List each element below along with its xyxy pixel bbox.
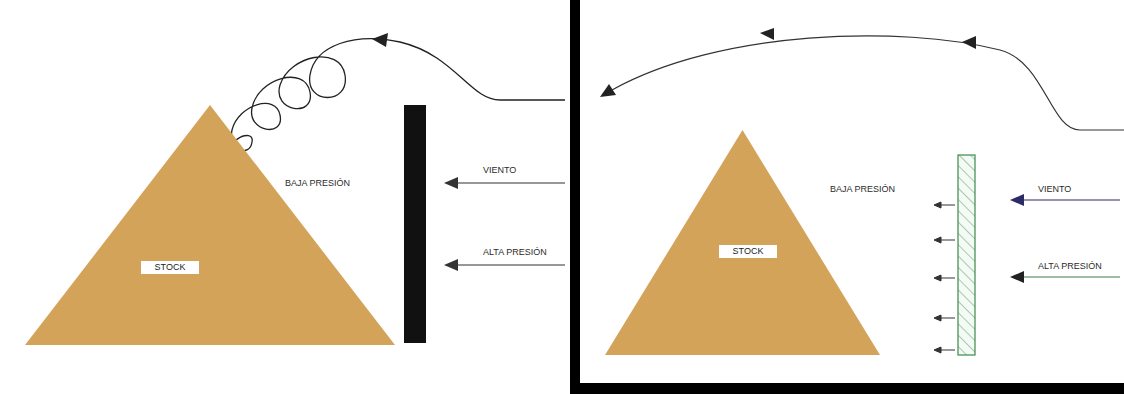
solid-wall [404, 105, 426, 343]
stockpile-triangle [605, 130, 880, 355]
stockpile: STOCK [25, 105, 395, 345]
stockpile: STOCK [605, 130, 880, 355]
pressure-label: ALTA PRESIÓN [1036, 261, 1104, 272]
panel-border [570, 383, 1124, 394]
stock-label: STOCK [719, 245, 778, 258]
porous-fence [958, 155, 975, 355]
bleed-arrows [934, 202, 955, 353]
pressure-label: ALTA PRESIÓN [481, 247, 549, 258]
flow-arrowhead [600, 84, 616, 97]
stockpile-shape [605, 130, 880, 355]
stockpile-shape [25, 105, 395, 345]
pressure-label: VIENTO [481, 165, 518, 176]
smooth-flow [612, 36, 1124, 130]
flow-arrowhead [372, 33, 388, 47]
stockpile-triangle [25, 105, 395, 345]
turbulent-flow [218, 39, 565, 180]
flow-arrowhead [962, 36, 976, 49]
wind-arrow [1010, 194, 1120, 206]
pressure-label: BAJA PRESIÓN [283, 178, 352, 189]
panel-border [570, 0, 580, 394]
wind-arrow [444, 177, 565, 189]
flow-arrowhead [760, 28, 774, 40]
wind-arrow [1010, 271, 1120, 283]
pressure-label: BAJA PRESIÓN [828, 184, 897, 195]
wind-arrow [444, 259, 565, 271]
pressure-label: VIENTO [1036, 184, 1073, 195]
stock-label: STOCK [141, 261, 200, 274]
